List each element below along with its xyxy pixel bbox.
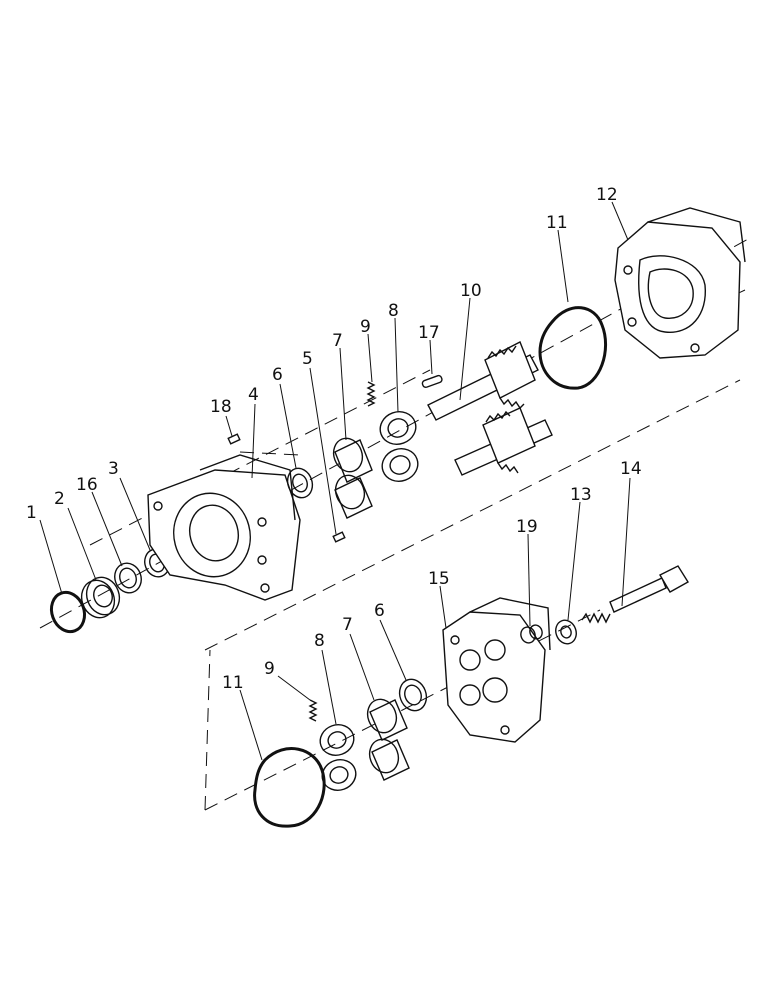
callout-11-lower: 11	[222, 673, 244, 693]
part-8-wear-plate-lower	[319, 724, 357, 791]
callout-7-upper: 7	[332, 331, 343, 351]
callout-8-lower: 8	[314, 631, 325, 651]
part-5-pin	[332, 531, 346, 543]
part-7-bushings-lower	[366, 698, 410, 781]
part-16-seal	[114, 562, 142, 594]
callout-3: 3	[108, 459, 119, 479]
callout-10: 10	[460, 281, 482, 301]
part-6-seal-ring-lower	[398, 678, 428, 712]
callout-7-lower: 7	[342, 615, 353, 635]
part-11-gasket-upper	[538, 306, 607, 390]
callout-4: 4	[248, 385, 259, 405]
part-18-screw	[227, 433, 241, 445]
callout-16: 16	[76, 475, 98, 495]
callout-15: 15	[428, 569, 450, 589]
part-10-gear-shafts	[427, 341, 553, 476]
part-15-rear-plate	[442, 597, 551, 743]
part-17-key	[421, 374, 443, 389]
part-13-washer	[555, 619, 577, 645]
part-1-snap-ring	[49, 590, 87, 634]
callout-13: 13	[570, 485, 592, 505]
part-11-gasket-lower	[253, 747, 326, 828]
part-14-bolt	[581, 565, 689, 624]
callout-11-upper: 11	[546, 213, 568, 233]
callout-14: 14	[620, 459, 642, 479]
callout-2: 2	[54, 489, 65, 509]
callout-17: 17	[418, 323, 440, 343]
callout-8-upper: 8	[388, 301, 399, 321]
callout-12: 12	[596, 185, 618, 205]
callout-19: 19	[516, 517, 538, 537]
part-19-ring	[520, 624, 543, 644]
callout-18: 18	[210, 397, 232, 417]
part-8-wear-plate-upper	[379, 411, 419, 482]
part-9-spring-lower	[308, 699, 318, 722]
part-4-front-housing	[147, 454, 301, 601]
callout-5: 5	[302, 349, 313, 369]
callout-6-upper: 6	[272, 365, 283, 385]
part-12-rear-cover	[614, 207, 746, 359]
callout-1: 1	[26, 503, 37, 523]
part-7-bushings-upper	[332, 437, 373, 519]
leader-lines	[39, 201, 631, 761]
callout-9-upper: 9	[360, 317, 371, 337]
part-2-bearing	[80, 576, 121, 619]
callout-6-lower: 6	[374, 601, 385, 621]
part-6-seal-ring-upper	[286, 467, 314, 499]
callout-9-lower: 9	[264, 659, 275, 679]
callout-labels: 1 2 16 3 4 18 6 5 7 9 8 17 10 11 12 14 1…	[26, 185, 642, 693]
part-9-spring-upper	[366, 381, 376, 407]
